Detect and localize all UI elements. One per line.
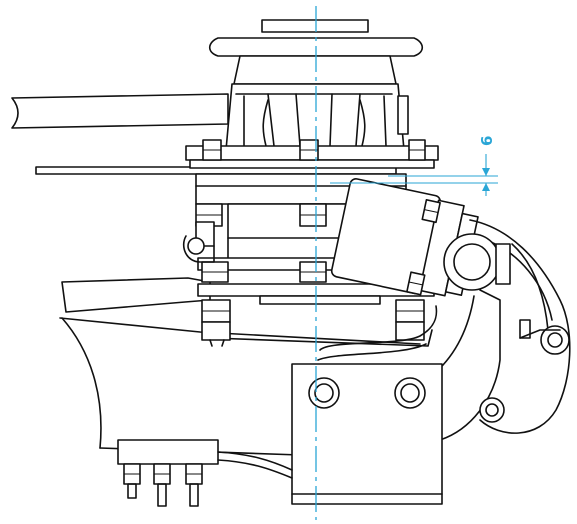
dimension-label: 6 [478,136,496,146]
flange-bolts [202,139,426,161]
bottom-block [117,439,293,507]
fitting [182,221,215,263]
support-arm [317,305,438,361]
gearbox [435,219,571,441]
dimension-annotation [330,154,498,196]
mounting-bracket [291,363,443,505]
stud-bolts [195,203,425,347]
